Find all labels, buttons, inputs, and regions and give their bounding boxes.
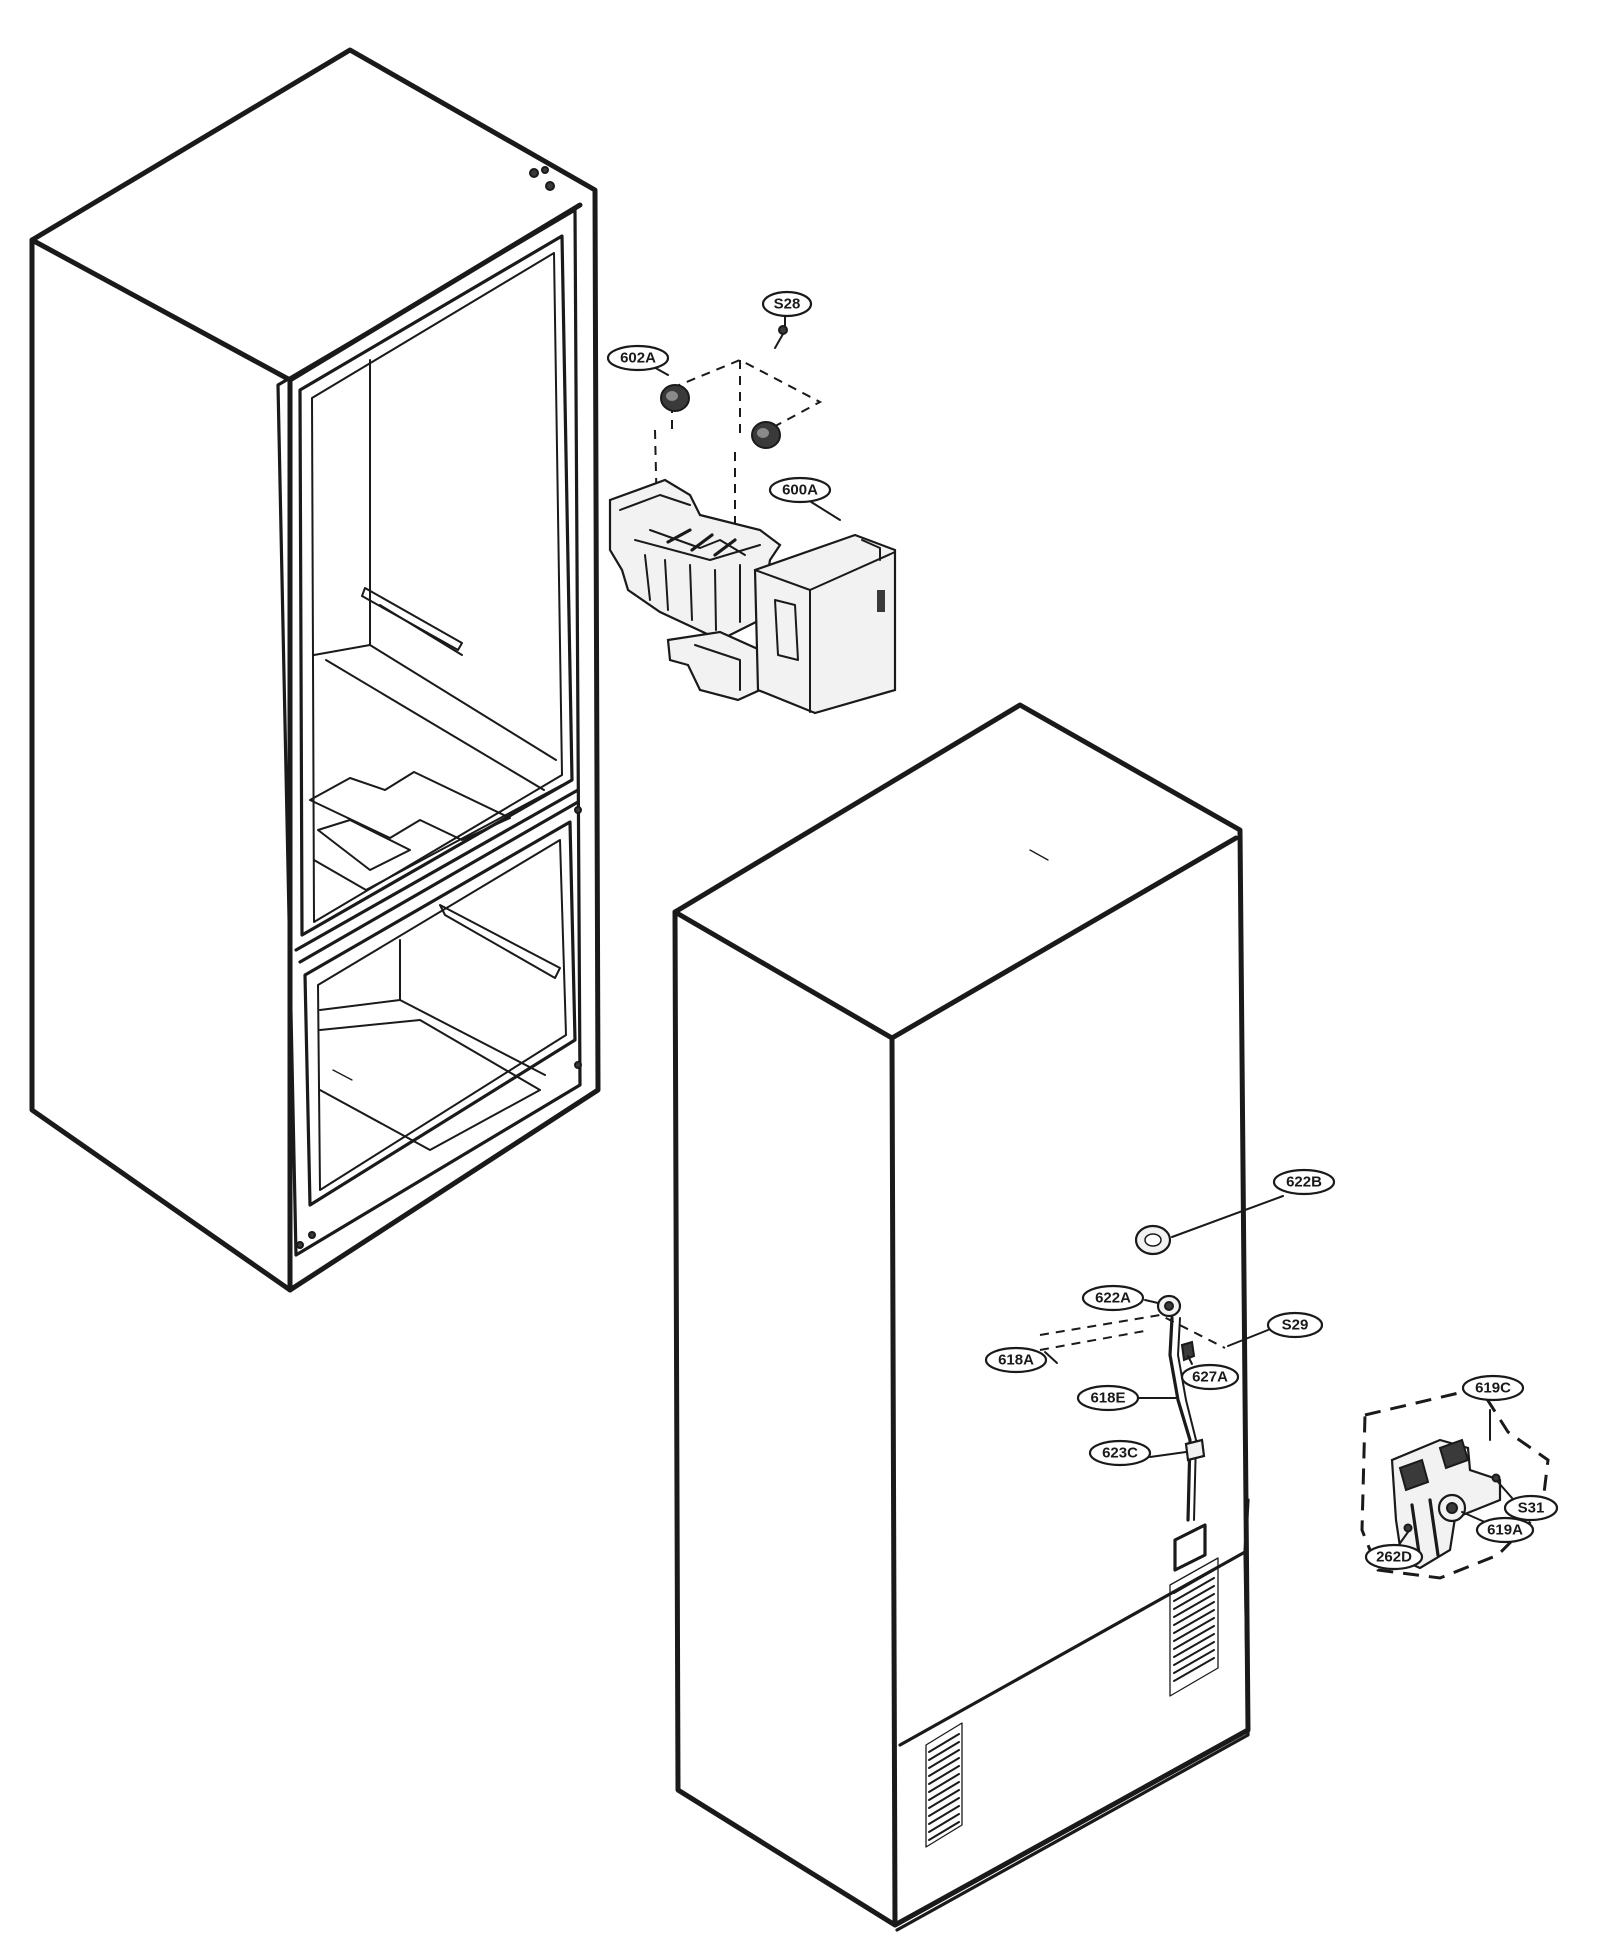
screw-s31: [1491, 1473, 1501, 1483]
water-pipe-618e: [1168, 1316, 1192, 1522]
label-text: 602A: [620, 350, 656, 367]
screw-s28: [778, 325, 788, 335]
label-text: S28: [774, 296, 801, 313]
machine-compartment-cover: [895, 1550, 1250, 1932]
screw-icon: [545, 181, 555, 191]
clamp-623c: [1184, 1438, 1206, 1462]
ice-maker-bracket: [666, 630, 762, 702]
cabinet-rear-edge: [672, 909, 898, 1928]
water-line-parts: [1039, 1224, 1226, 1522]
refrigerator-cabinet-rear: [672, 702, 1251, 1932]
screw-262d: [1403, 1523, 1413, 1533]
part-label-619c: 619C: [1461, 1374, 1525, 1402]
vent-grille-left: [925, 1722, 963, 1848]
screw-icon: [529, 168, 539, 178]
part-label-602a: 602A: [606, 344, 670, 372]
label-text: 619A: [1487, 1522, 1523, 1539]
part-label-618e: 618E: [1076, 1384, 1140, 1412]
part-label-627a: 627A: [1180, 1363, 1240, 1391]
part-label-622b: 622B: [1272, 1168, 1336, 1196]
shelf-rail: [361, 587, 463, 651]
label-text: S29: [1282, 1317, 1309, 1334]
label-text: 619C: [1475, 1380, 1511, 1397]
part-label-622a: 622A: [1081, 1284, 1145, 1312]
cabinet-top-edge: [29, 237, 293, 1293]
label-text: 623C: [1102, 1445, 1138, 1462]
part-label-619a: 619A: [1475, 1516, 1535, 1544]
ice-maker-control-housing: [753, 533, 897, 715]
fresh-food-compartment: [298, 234, 574, 937]
part-label-618a: 618A: [984, 1346, 1048, 1374]
refrigerator-cabinet-front: [29, 47, 601, 1293]
cabinet-front-outline: [29, 47, 601, 1293]
label-text: 627A: [1192, 1369, 1228, 1386]
clip-627a: [1180, 1340, 1196, 1362]
label-text: 262D: [1376, 1549, 1412, 1566]
freezer-compartment: [303, 820, 577, 1207]
cabinet-front-frame: [276, 208, 582, 1257]
compartment-divider: [294, 788, 580, 964]
label-text: 618A: [998, 1352, 1034, 1369]
part-label-s31: S31: [1503, 1494, 1559, 1522]
label-text: 600A: [782, 482, 818, 499]
part-label-600a: 600A: [768, 476, 832, 504]
label-text: 622B: [1286, 1174, 1322, 1191]
part-label-s28: S28: [761, 290, 813, 318]
part-label-623c: 623C: [1088, 1439, 1152, 1467]
vent-grille-right: [1169, 1523, 1219, 1697]
part-label-262d: 262D: [1364, 1543, 1424, 1571]
indicator-icon: [877, 590, 885, 612]
label-text: 618E: [1090, 1390, 1125, 1407]
label-text: S31: [1518, 1500, 1545, 1517]
part-label-s29: S29: [1266, 1311, 1324, 1339]
leader-lines: [651, 315, 1513, 1547]
ice-maker-assembly: [608, 325, 897, 715]
label-text: 622A: [1095, 1290, 1131, 1307]
